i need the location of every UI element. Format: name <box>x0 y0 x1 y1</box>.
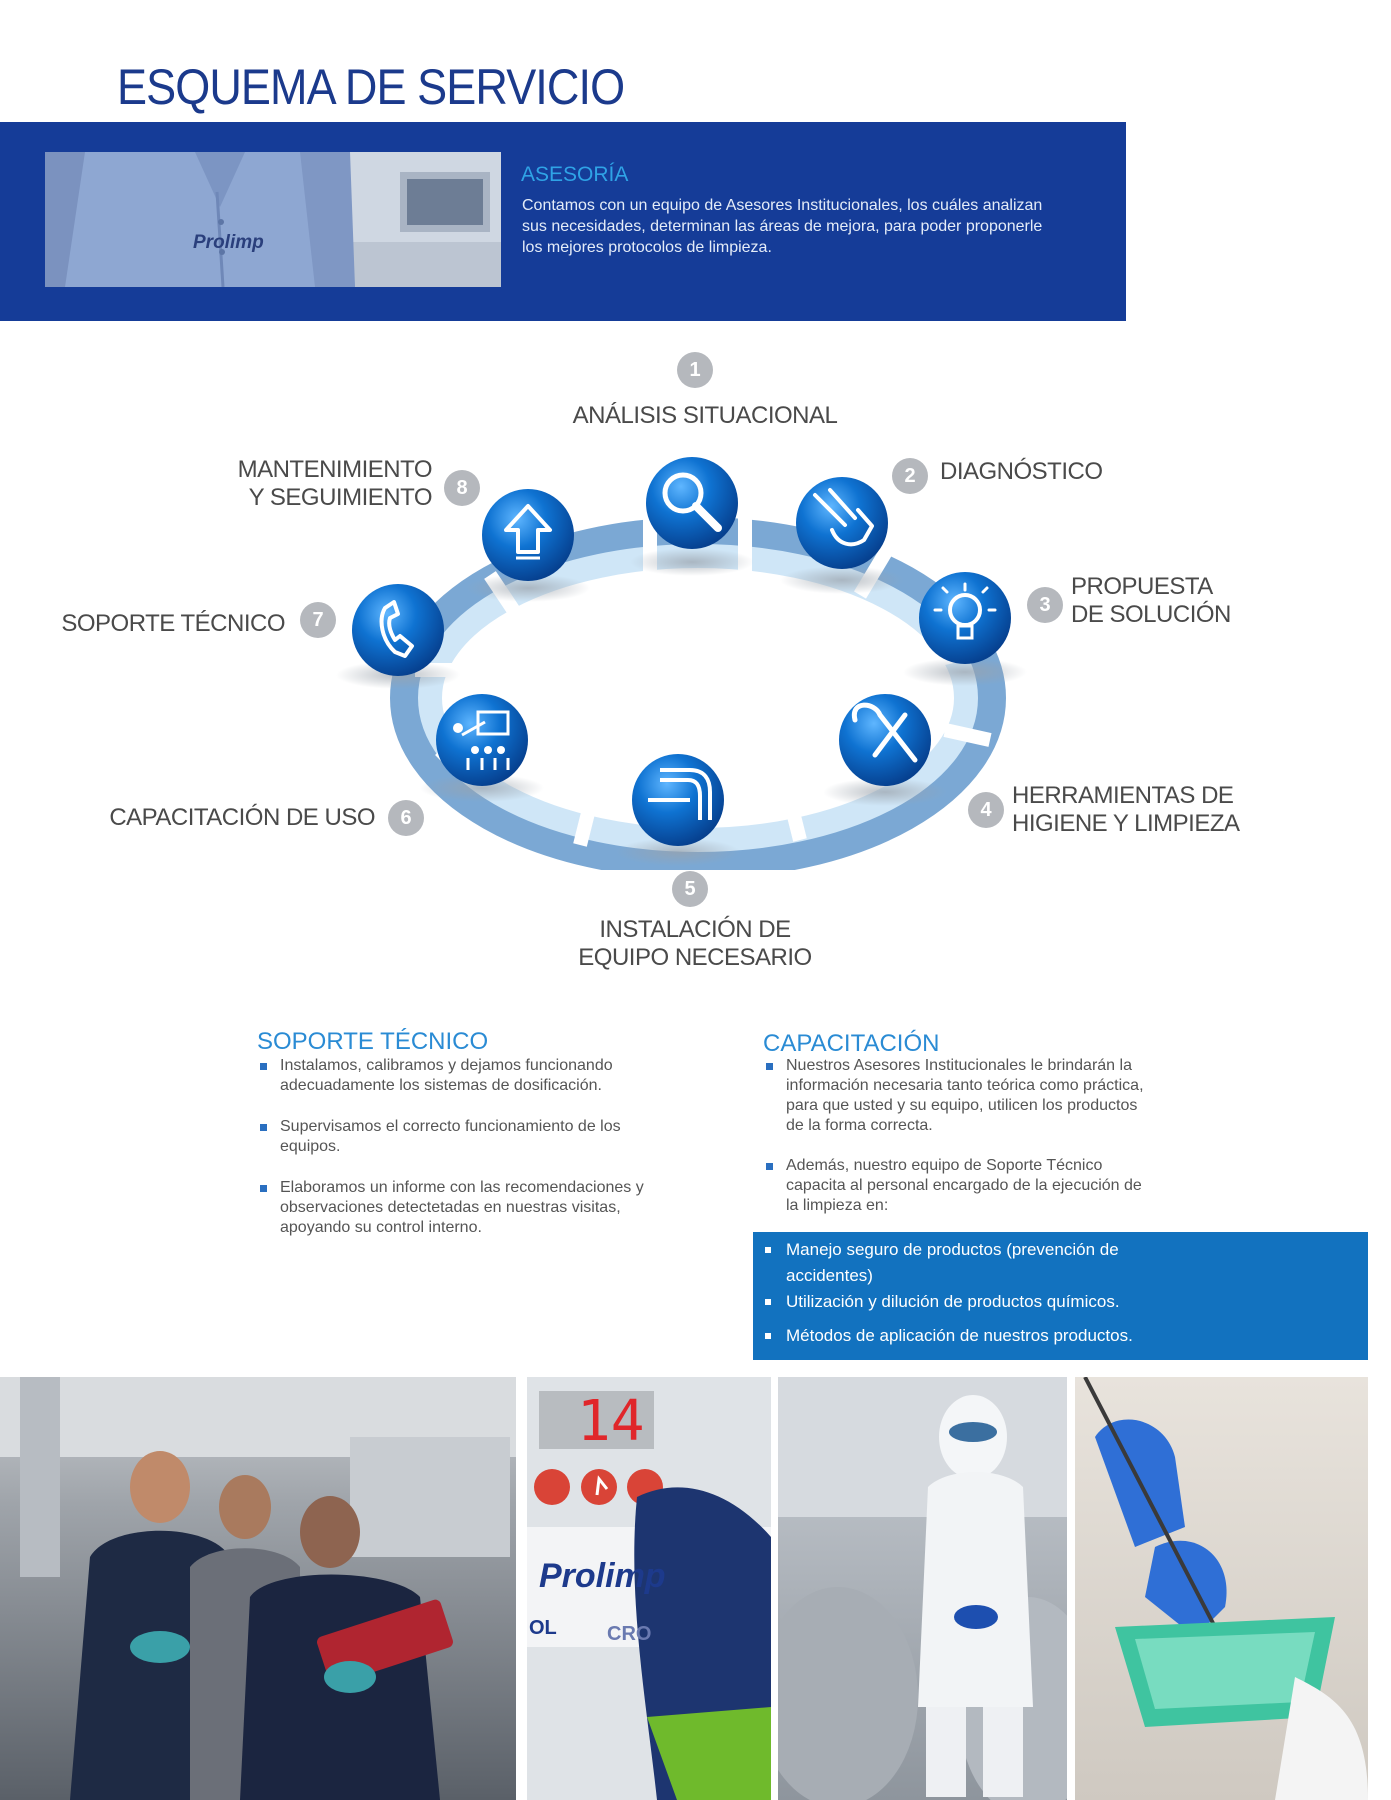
step-4-number: 4 <box>968 792 1004 828</box>
highlight-item: Manejo seguro de productos (prevención d… <box>753 1237 1153 1289</box>
digital-display <box>539 1391 654 1449</box>
capacitacion-highlight-list: Manejo seguro de productos (prevención d… <box>753 1237 1153 1349</box>
step-4-label-line1: HERRAMIENTAS DE <box>1012 782 1234 809</box>
shirt-logo: Prolimp <box>193 232 264 253</box>
tools-icon <box>839 694 931 786</box>
step-5-number: 5 <box>672 871 708 907</box>
panel-logo: Prolimp <box>539 1557 666 1595</box>
photo-control-panel: 14 Prolimp OL CRO <box>527 1377 771 1800</box>
step-2-number: 2 <box>892 458 928 494</box>
soporte-item: Elaboramos un informe con las recomendac… <box>258 1178 658 1238</box>
lightbulb-icon <box>919 572 1011 664</box>
step-1-label: ANÁLISIS SITUACIONAL <box>572 402 838 429</box>
technicians-illustration <box>0 1377 516 1800</box>
page-title: ESQUEMA DE SERVICIO <box>117 59 625 115</box>
phone-icon <box>352 584 444 676</box>
photo-lab-gloves <box>1075 1377 1368 1800</box>
asesor-photo: Prolimp <box>45 152 501 287</box>
soporte-item: Instalamos, calibramos y dejamos funcion… <box>258 1056 658 1096</box>
step-8-label: MANTENIMIENTO Y SEGUIMIENTO <box>170 456 433 512</box>
panel-buttons-illustration <box>527 1469 771 1800</box>
step-2-label: DIAGNÓSTICO <box>940 458 1103 485</box>
sphere-shadows <box>336 548 1027 866</box>
pointing-hand-icon <box>796 477 888 569</box>
up-arrow-icon <box>482 489 574 581</box>
capacitacion-item: Nuestros Asesores Institucionales le bri… <box>764 1056 1149 1136</box>
photo-protective-suit <box>778 1377 1067 1800</box>
capacitacion-title: CAPACITACIÓN <box>763 1030 940 1057</box>
step-3-label: PROPUESTA DE SOLUCIÓN <box>1071 573 1231 629</box>
presentation-icon <box>436 694 528 786</box>
pipes-icon <box>632 754 724 846</box>
step-7-number: 7 <box>300 602 336 638</box>
step-8-label-line2: Y SEGUIMIENTO <box>248 484 433 511</box>
step-8-number: 8 <box>444 470 480 506</box>
step-5-label-line1: INSTALACIÓN DE <box>599 916 791 943</box>
step-4-label-line2: HIGIENE Y LIMPIEZA <box>1012 810 1240 837</box>
soporte-list: Instalamos, calibramos y dejamos funcion… <box>258 1056 658 1238</box>
step-7-label: SOPORTE TÉCNICO <box>61 610 285 637</box>
asesoria-text: Contamos con un equipo de Asesores Insti… <box>522 197 1043 256</box>
photo-technicians <box>0 1377 516 1800</box>
display-reading: 14 <box>577 1389 645 1454</box>
capacitacion-highlight-box: Manejo seguro de productos (prevención d… <box>753 1232 1368 1360</box>
step-6-number: 6 <box>388 800 424 836</box>
step-8-label-line1: MANTENIMIENTO <box>237 456 433 483</box>
step-1-number: 1 <box>677 352 713 388</box>
step-3-label-line1: PROPUESTA <box>1071 573 1213 600</box>
step-5-label-line2: EQUIPO NECESARIO <box>578 944 812 971</box>
asesoria-title: ASESORÍA <box>521 163 629 186</box>
magnifier-icon <box>646 457 738 549</box>
step-5-label: INSTALACIÓN DE EQUIPO NECESARIO <box>560 916 830 972</box>
panel-text-right: CRO <box>607 1623 652 1645</box>
panel-text-left: OL <box>529 1617 557 1639</box>
protective-suit-illustration <box>778 1377 1067 1800</box>
capacitacion-list: Nuestros Asesores Institucionales le bri… <box>764 1056 1149 1216</box>
asesor-shirt-illustration <box>45 152 501 287</box>
capacitacion-item: Además, nuestro equipo de Soporte Técnic… <box>764 1156 1149 1216</box>
step-3-number: 3 <box>1027 587 1063 623</box>
step-3-label-line2: DE SOLUCIÓN <box>1071 601 1231 628</box>
highlight-item: Métodos de aplicación de nuestros produc… <box>753 1323 1153 1349</box>
service-cycle-diagram <box>336 457 1027 870</box>
step-6-label: CAPACITACIÓN DE USO <box>109 804 375 831</box>
step-4-label: HERRAMIENTAS DE HIGIENE Y LIMPIEZA <box>1012 782 1240 838</box>
highlight-item: Utilización y dilución de productos quím… <box>753 1289 1153 1315</box>
soporte-title: SOPORTE TÉCNICO <box>257 1028 489 1055</box>
lab-gloves-illustration <box>1083 1377 1368 1800</box>
soporte-item: Supervisamos el correcto funcionamiento … <box>258 1117 658 1157</box>
